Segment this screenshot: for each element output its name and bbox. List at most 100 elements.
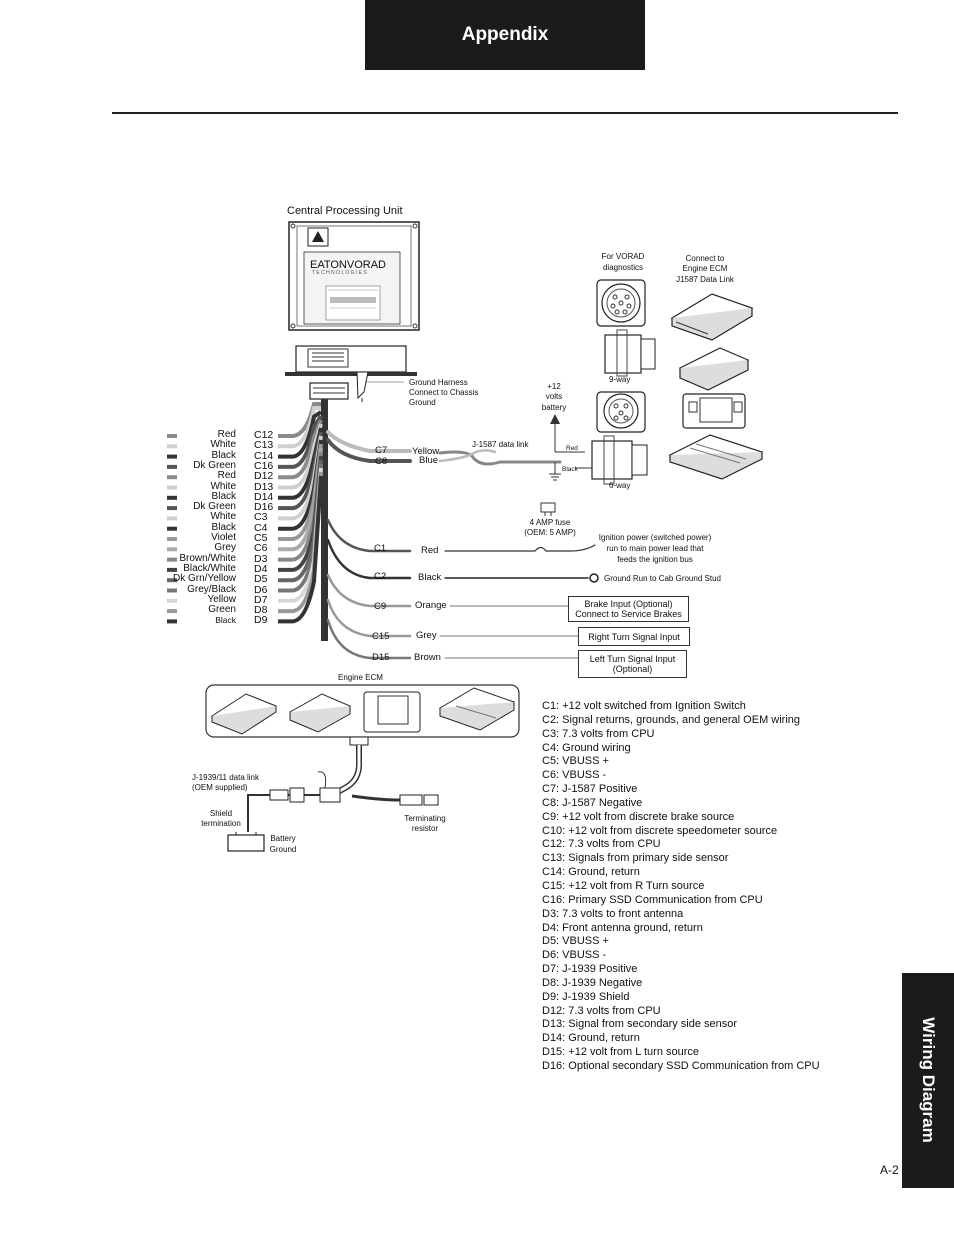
brake-input-line2: Connect to Service Brakes [575,609,682,619]
cpu-connector [285,345,417,402]
right-turn-label: Right Turn Signal Input [588,631,680,642]
ignition-line3: feeds the ignition bus [617,555,693,564]
cpu-brand: EATONVORAD [310,259,386,271]
brake-input-line1: Brake Input (Optional) [584,599,673,609]
ecm-module-3 [682,393,746,429]
left-wire-color-label: Black [211,449,236,461]
left-turn-line1: Left Turn Signal Input [589,654,676,664]
right-wires [326,430,596,660]
left-wire [278,402,321,438]
wire-color-swatch [167,557,177,562]
cpu-unit [288,221,420,331]
left-wire-pin-label: D6 [254,583,268,596]
legend-item: D15: +12 volt from L turn source [542,1046,700,1059]
left-wire-color-label: Black [215,615,236,626]
wire-color-swatch [167,547,177,552]
shield-line2: termination [201,819,241,828]
legend-item: C6: VBUSS - [542,769,607,782]
legend-item: C10: +12 volt from discrete speedometer … [542,824,778,837]
legend-item: D7: J-1939 Positive [542,963,638,976]
left-wire-color-label: White [210,511,236,523]
ground-harness-line3: Ground [409,398,436,407]
left-wire [278,406,321,449]
left-wire [278,423,323,490]
battery-line3: battery [541,403,567,412]
connector-6way-label: 6-way [609,481,631,490]
legend-item: C15: +12 volt from R Turn source [542,879,705,892]
left-turn-box: Left Turn Signal Input (Optional) [578,650,687,678]
left-wire-pin-label: D9 [254,614,268,627]
left-wire-color-label: Grey [214,542,236,554]
left-wire-color-label: Black [211,490,236,502]
ground-harness-line1: Ground Harness [409,378,468,387]
legend-item: D14: Ground, return [542,1032,640,1045]
wire-color-swatch [167,598,177,603]
pin-c2: C2 [374,571,387,582]
wire-blue-label: Blue [419,455,439,466]
legend-item: C3: 7.3 volts from CPU [542,727,655,740]
battery-ground-line2: Ground [269,845,297,854]
left-wire-pin-label: D16 [254,501,274,514]
left-wire-pin-label: D13 [254,480,274,493]
legend-item: D12: 7.3 volts from CPU [542,1004,661,1017]
legend-item: C5: VBUSS + [542,755,609,768]
legend-item: D16: Optional secondary SSD Communicatio… [542,1059,820,1072]
fuse-line2: (OEM: 5 AMP) [524,528,576,537]
left-wire [278,414,323,469]
wire-color-swatch [167,485,177,490]
left-wire-color-label: Violet [211,532,236,543]
terminating-line1: Terminating [404,814,446,823]
legend-item: C7: J-1587 Positive [542,783,638,796]
header-rule [112,112,898,114]
wire-grey-label: Grey [416,630,437,641]
left-turn-line2: (Optional) [612,664,653,674]
wire-color-swatch [167,475,177,480]
wire-color-swatch [167,567,177,572]
left-wire [278,419,323,480]
wire-brown-label: Brown [414,652,441,663]
page-header: Appendix [365,0,645,70]
ignition-line2: run to main power lead that [606,544,704,553]
left-wire-color-label: Red [217,429,236,440]
left-wire-color-label: Dk Green [193,459,236,471]
left-wire-pin-label: C12 [254,429,274,441]
brake-input-box: Brake Input (Optional) Connect to Servic… [568,596,689,622]
pin-c15: C15 [372,631,390,642]
legend-item: C2: Signal returns, grounds, and general… [542,713,801,726]
wire-color-swatch [167,619,177,624]
wire-trunk [321,399,328,641]
left-wire-pin-label: C16 [254,459,274,472]
pin-legend: C1: +12 volt switched from Ignition Swit… [542,700,820,1074]
left-wire-pin-label: D5 [254,573,268,586]
left-wire-color-label: Grey/Black [187,583,236,595]
ground-harness-line2: Connect to Chassis [409,388,479,397]
left-wire-pin-label: C6 [254,542,268,555]
legend-item: C4: Ground wiring [542,741,631,754]
wire-color-swatch [167,495,177,500]
legend-item: D9: J-1939 Shield [542,990,630,1003]
left-wire-color-label: White [210,480,236,492]
pin-c1: C1 [374,543,387,554]
legend-item: D5: VBUSS + [542,935,609,948]
wire-black-label: Black [418,572,442,583]
plug-red-label: Red [566,445,578,452]
page-number: A-2 [880,1163,899,1177]
left-wire-color-label: Black [211,521,236,533]
cpu-brand-sub: T E C H N O L O G I E S [312,270,367,276]
diagnostic-connector-9way [596,279,656,377]
left-wire [278,475,323,624]
left-color-swatches [167,434,177,624]
j1939-line2: (OEM supplied) [192,783,248,792]
legend-item: D4: Front antenna ground, return [542,921,703,934]
pin-d15: D15 [372,652,390,663]
ecm-module-1 [670,293,754,341]
j1939-line1: J-1939/11 data link [192,773,260,782]
left-wire-pin-label: C14 [254,449,274,462]
left-wire-color-label: Dk Grn/Yellow [173,573,236,585]
left-wire-pin-label: D7 [254,593,268,606]
left-wire-pin-label: D14 [254,490,274,503]
left-wire-pin-label: D3 [254,552,268,565]
legend-item: C14: Ground, return [542,866,640,879]
legend-item: D13: Signal from secondary side sensor [542,1018,738,1031]
